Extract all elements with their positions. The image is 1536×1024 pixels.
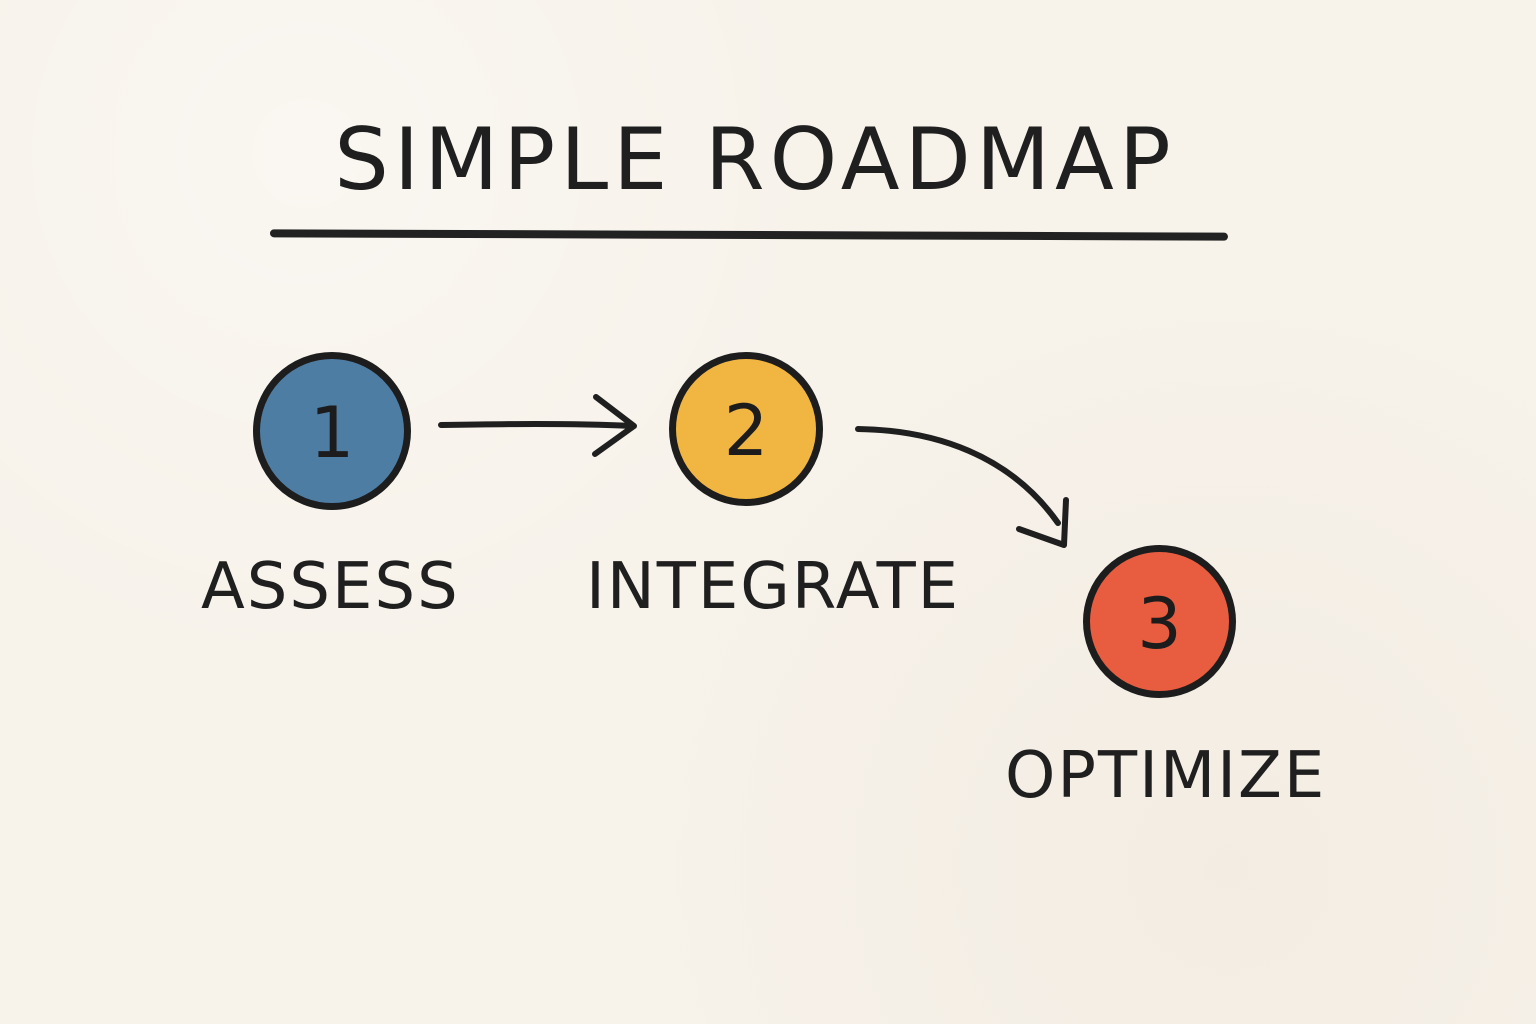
step-3-number: 3 [1137,582,1182,665]
arrowhead-2-3 [1016,497,1069,548]
step-2-label: INTEGRATE [586,550,961,624]
connector-arrow-1-2 [438,421,635,429]
connector-arrow-2-3 [855,426,1061,526]
step-2-circle: 2 [669,352,823,506]
step-3-circle: 3 [1083,545,1236,698]
step-1-circle: 1 [253,352,411,510]
arrowhead-1-2 [592,394,637,457]
step-2-number: 2 [723,390,769,472]
step-3-label: OPTIMIZE [1005,739,1327,813]
title-underline [269,229,1229,241]
step-1-label: ASSESS [201,550,460,624]
step-1-number: 1 [309,392,355,474]
diagram-title: SIMPLE ROADMAP [334,110,1176,210]
